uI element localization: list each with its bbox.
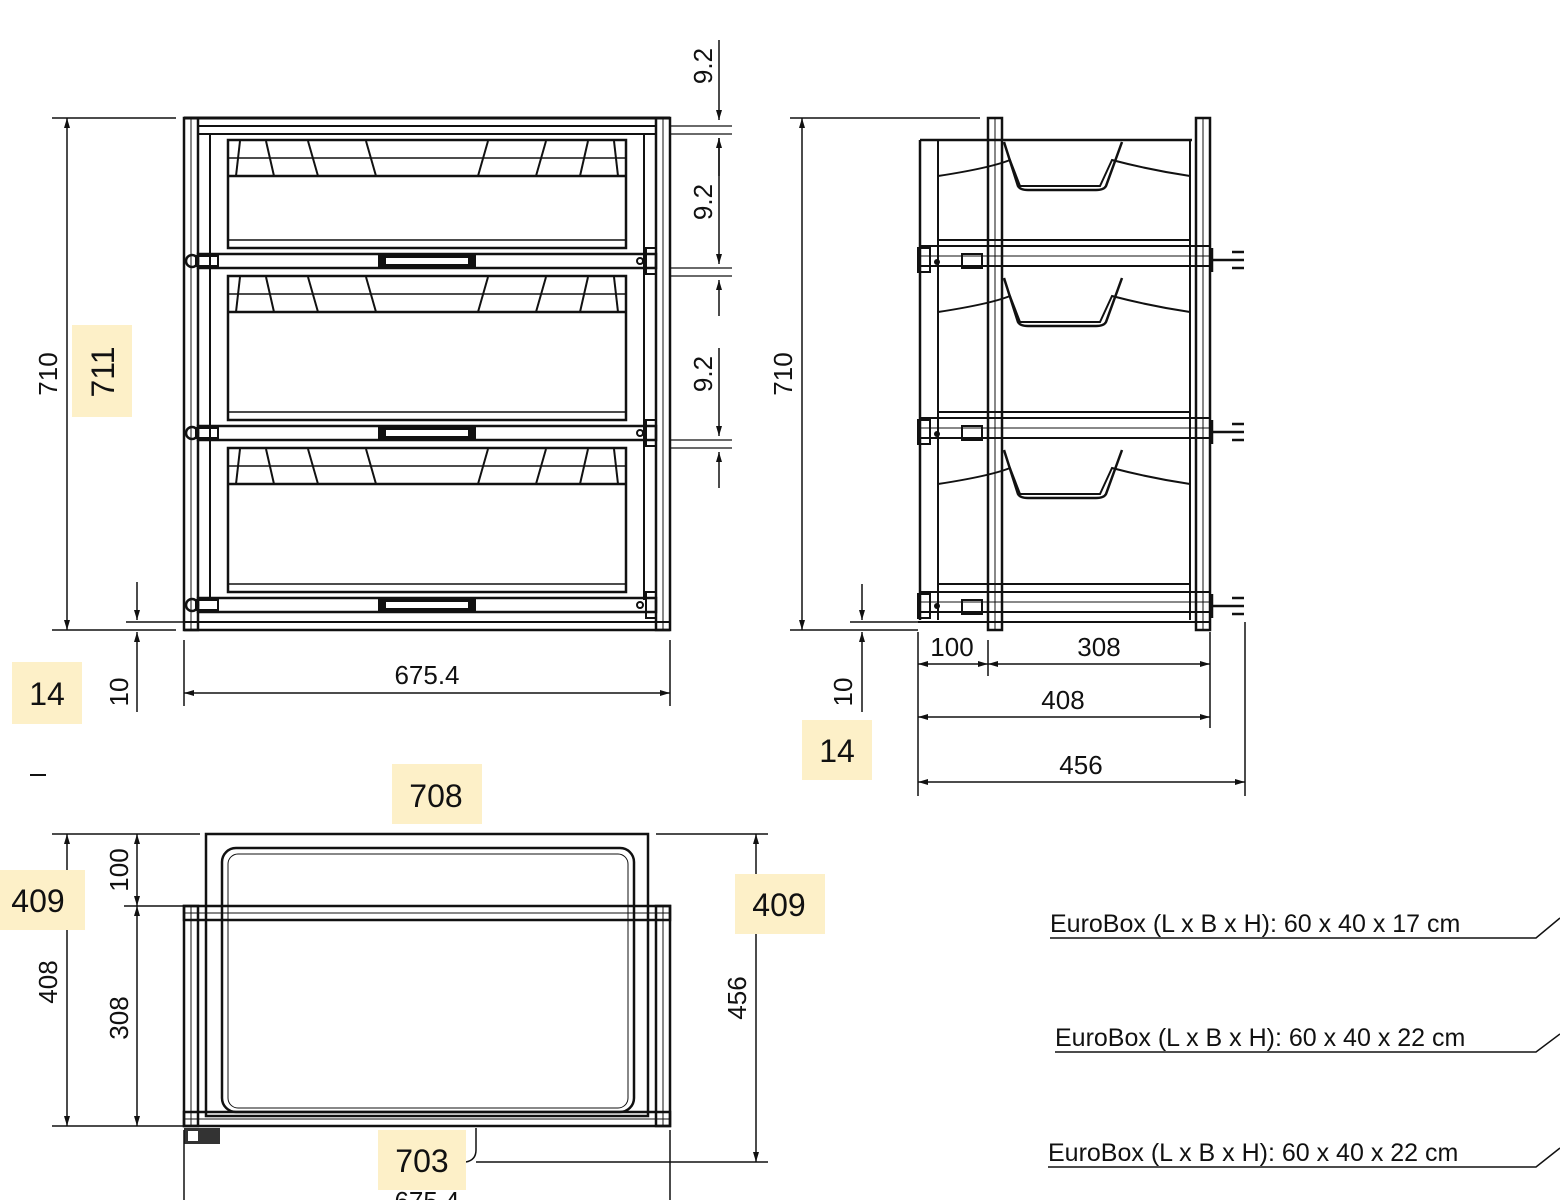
legend-item-1: EuroBox (L x B x H): 60 x 40 x 17 cm bbox=[1050, 910, 1460, 938]
top-right-highlight: 409 bbox=[752, 887, 805, 923]
top-right-dim-456: 456 bbox=[722, 976, 752, 1019]
side-drawer-2 bbox=[917, 277, 1244, 445]
legend-item-3: EuroBox (L x B x H): 60 x 40 x 22 cm bbox=[1048, 1139, 1458, 1167]
front-height-highlight: 711 bbox=[85, 346, 121, 397]
front-bottom-gap-dim: 10 bbox=[104, 678, 134, 707]
side-dim-308: 308 bbox=[1077, 632, 1120, 662]
side-bottom-gap-dim: 10 bbox=[828, 678, 858, 707]
top-width-highlight-box bbox=[392, 764, 482, 824]
top-right-highlight-box bbox=[735, 874, 825, 934]
side-bottom-gap-highlight: 14 bbox=[819, 733, 855, 769]
front-spacing-dim-2: 9.2 bbox=[688, 184, 718, 220]
side-gap-highlight-box bbox=[802, 720, 872, 780]
front-spacing-dim-1: 9.2 bbox=[688, 48, 718, 84]
front-height-dim: 710 bbox=[33, 352, 63, 395]
top-view: 408 100 308 409 708 456 409 675.4 703 bbox=[0, 764, 825, 1200]
side-view: 710 10 14 100 308 408 456 bbox=[768, 116, 1246, 796]
side-height-dim: 710 bbox=[768, 352, 798, 395]
top-left-highlight-box bbox=[0, 870, 85, 930]
top-bottom-highlight-box bbox=[378, 1130, 466, 1190]
front-width-dim: 675.4 bbox=[394, 660, 459, 690]
legend-item-2: EuroBox (L x B x H): 60 x 40 x 22 cm bbox=[1055, 1024, 1465, 1052]
front-bottom-gap-highlight: 14 bbox=[29, 676, 65, 712]
side-dim-408: 408 bbox=[1041, 685, 1084, 715]
top-left-dim-408: 408 bbox=[33, 960, 63, 1003]
top-left-dim-100: 100 bbox=[104, 848, 134, 891]
top-left-highlight: 409 bbox=[11, 883, 64, 919]
eurobox-legend: EuroBox (L x B x H): 60 x 40 x 17 cm Eur… bbox=[1048, 910, 1560, 1168]
front-drawer-1 bbox=[184, 138, 658, 275]
top-left-dim-308: 308 bbox=[104, 996, 134, 1039]
side-drawer-1 bbox=[917, 141, 1244, 273]
front-view: 710 711 10 14 675.4 9.2 9.2 bbox=[12, 40, 732, 724]
front-drawer-3 bbox=[184, 446, 658, 619]
front-gap-highlight-box bbox=[12, 662, 82, 724]
front-height-highlight-box bbox=[72, 325, 132, 417]
front-drawer-2 bbox=[184, 274, 658, 447]
front-spacing-dim-3: 9.2 bbox=[688, 356, 718, 392]
side-dim-456: 456 bbox=[1059, 750, 1102, 780]
top-bottom-highlight: 703 bbox=[395, 1143, 448, 1179]
top-width-highlight: 708 bbox=[409, 778, 462, 814]
side-dim-100: 100 bbox=[930, 632, 973, 662]
front-spacing-dims: 9.2 9.2 9.2 bbox=[670, 40, 732, 488]
side-drawer-3 bbox=[917, 449, 1244, 619]
